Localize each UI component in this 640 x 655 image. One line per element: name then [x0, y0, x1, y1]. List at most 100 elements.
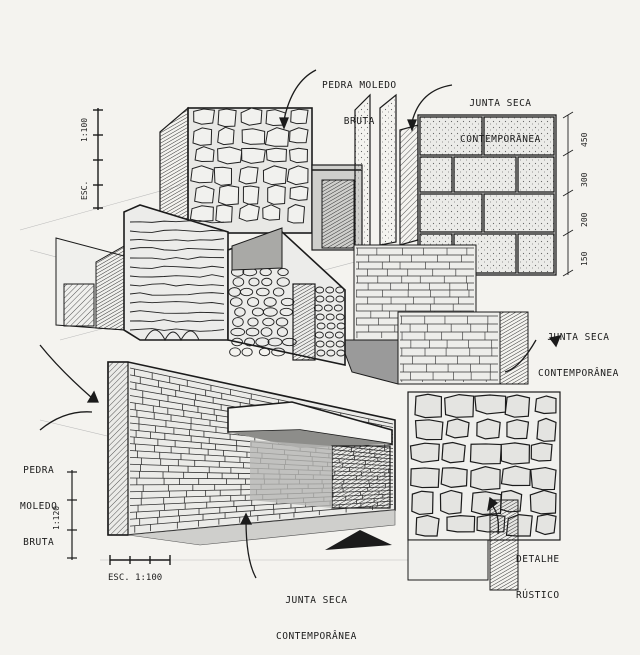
scale-left-dim: 1:120 [52, 505, 61, 530]
stone [444, 393, 475, 418]
stone [326, 322, 336, 330]
upper-volume [311, 164, 363, 251]
stone [316, 322, 326, 330]
sketch-drawing [19, 69, 574, 591]
stone [241, 128, 266, 145]
stone [286, 165, 309, 186]
stone [325, 295, 335, 303]
stone [217, 108, 237, 127]
stone [276, 327, 288, 337]
stone [242, 185, 260, 205]
stone [323, 304, 333, 312]
stone [476, 418, 501, 440]
label-junta-bottom: JUNTA SECA CONTEMPORÂNEA [276, 595, 357, 642]
lower-brick-wall [107, 361, 396, 550]
stone-course [129, 220, 225, 224]
stone [213, 166, 233, 186]
label-pedra-left: PEDRA MOLEDO BRUTA [20, 465, 58, 548]
arrow-detalhe [491, 504, 500, 535]
stone [315, 313, 325, 321]
stone [414, 393, 443, 419]
stone [193, 108, 216, 125]
stone [324, 331, 334, 339]
stone [474, 394, 507, 415]
stone [267, 337, 283, 347]
scale-top-label: 1:100 [80, 117, 89, 142]
stone [534, 395, 557, 415]
stone-course [129, 274, 225, 278]
arrow-pedra-left2 [39, 411, 93, 431]
stone [409, 442, 440, 463]
stone [247, 317, 259, 327]
stone [410, 467, 440, 489]
arrow-junta-top [411, 84, 453, 123]
arrow-pedra-top [283, 69, 317, 121]
stone [262, 317, 275, 327]
stone-course [129, 247, 225, 251]
stone [217, 126, 235, 146]
stone [445, 418, 470, 439]
stone [290, 108, 309, 125]
stone [239, 287, 254, 297]
label-junta-mid: JUNTA SECA CONTEMPORÂNEA [538, 332, 619, 379]
panel-dimension-line [562, 111, 574, 277]
stone [261, 277, 273, 287]
stone [414, 419, 444, 441]
stone [232, 277, 245, 287]
stone [529, 489, 557, 515]
stone [194, 146, 215, 163]
stone [218, 184, 240, 206]
stone [470, 466, 501, 491]
stone [262, 165, 287, 186]
annotation-arrows [39, 69, 562, 579]
stone [189, 205, 214, 222]
brick-band-middle [339, 244, 529, 385]
stone [335, 313, 345, 321]
stone [229, 297, 243, 307]
stone [192, 127, 213, 146]
scale-bottom-label: ESC. 1:100 [108, 573, 163, 583]
brick-course [129, 367, 394, 425]
stone [316, 349, 326, 357]
stone [276, 277, 290, 287]
stone-panel [417, 114, 557, 276]
architectural-sketch-sheet: PEDRA MOLEDO BRUTA JUNTA SECA CONTEMPORÂ… [19, 69, 619, 642]
stone [267, 184, 286, 205]
stone [263, 297, 277, 307]
stone [287, 204, 306, 224]
house-facade-stones [129, 220, 225, 332]
stone [536, 417, 557, 442]
stone [238, 203, 260, 222]
dimension-200: 200 [580, 212, 589, 227]
stone [275, 317, 289, 327]
stone [264, 127, 290, 147]
stone [241, 147, 266, 164]
label-pedra-top: PEDRA MOLEDO BRUTA [322, 80, 397, 127]
stone [469, 443, 502, 465]
stone-course [129, 310, 225, 314]
dimension-150: 150 [580, 251, 589, 266]
scale-bar-left [67, 470, 77, 560]
stone [446, 515, 476, 533]
stone [333, 304, 343, 312]
stone [315, 295, 325, 303]
stone [415, 514, 440, 537]
dimension-300: 300 [580, 172, 589, 187]
stone [530, 442, 553, 462]
dimension-450: 450 [580, 132, 589, 147]
stone [271, 347, 286, 357]
stone [241, 347, 253, 357]
stone [439, 489, 463, 515]
scale-bar-bottom [109, 555, 171, 565]
stone [535, 513, 557, 536]
stone [190, 165, 214, 184]
stone [234, 307, 246, 317]
stone [288, 147, 308, 164]
stone [240, 107, 263, 126]
stone [244, 337, 256, 347]
vertical-fins [354, 93, 419, 251]
label-detalhe: DETALHE RÚSTICO [516, 554, 560, 601]
stone [238, 166, 259, 185]
stone [441, 441, 466, 464]
stone [231, 337, 243, 347]
